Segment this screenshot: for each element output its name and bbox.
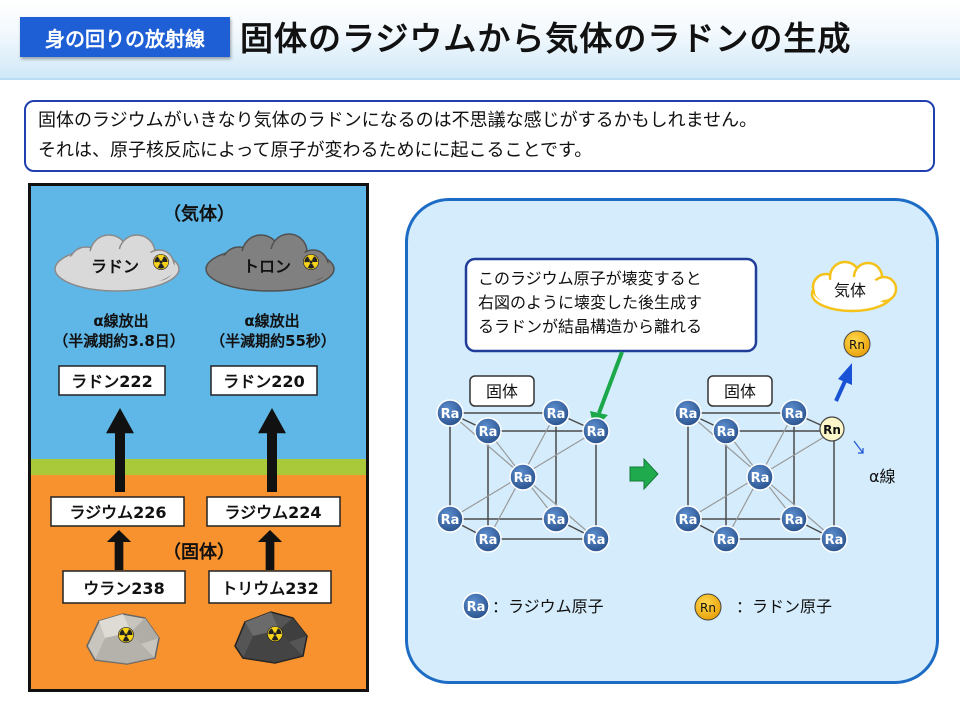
radium-atom-label: Ra [785,407,804,422]
radium-atom [436,399,464,427]
radium-atom-label: Ra [547,513,566,528]
label-radium-226: ラジウム226 [69,503,166,522]
radium-atom-label: Ra [514,471,533,486]
legend-radon-atom [694,593,722,621]
decay-chain-diagram: （気体） ラドン トロン [31,186,366,689]
radon-atom-lattice [819,416,845,442]
intro-line-1: 固体のラジウムがいきなり気体のラドンになるのは不思議な感じがするかもしれません。 [38,110,758,131]
radium-atom [674,399,702,427]
grass-strip [31,459,366,475]
emit-thoron-line1: α線放出 [244,312,299,330]
alpha-ray-label: α線 [869,467,896,486]
solid-label-right-box [707,375,773,407]
label-radon-220: ラドン220 [223,372,304,391]
emit-thoron-line2: （半減期約55秒） [210,332,336,350]
radium-atom-label: Ra [679,513,698,528]
page-title: 固体のラジウムから気体のラドンの生成 [240,19,852,58]
callout-line-1: このラジウム原子が壊変すると [478,269,702,288]
escape-arrow-icon [834,363,852,402]
cloud-icon [205,233,335,292]
box-uranium-238 [62,570,186,604]
radium-atom-label: Ra [587,425,606,440]
radium-atom [542,399,570,427]
solid-label: （固体） [163,541,235,563]
radium-atom-label: Ra [587,533,606,548]
radium-atom [712,525,740,553]
radium-atom [542,505,570,533]
radium-atom [780,505,808,533]
category-tag: 身の回りの放射線 [20,17,230,57]
radium-atom [509,463,537,491]
radium-atom-label: Ra [479,425,498,440]
radium-atom-label: Ra [825,533,844,548]
box-radium-224 [206,496,341,527]
cloud-thoron-label: トロン [243,257,291,276]
cloud-radon-label: ラドン [91,257,139,276]
radium-atom-label: Ra [441,407,460,422]
cloud-icon [54,234,180,292]
radium-atom [474,525,502,553]
radium-atom [780,399,808,427]
legend-radon-label: ：ラドン原子 [736,597,832,616]
gas-cloud-label: 気体 [834,281,866,300]
intro-line-2: それは、原子核反応によって原子が変わるためにに起こることです。 [38,140,593,161]
radium-atom-label: Ra [679,407,698,422]
radium-atom [712,417,740,445]
rock-icon [86,613,160,665]
emit-radon-line1: α線放出 [93,312,148,330]
radium-atom-label: Ra [479,533,498,548]
box-radium-226 [50,496,185,527]
intro-box: 固体のラジウムがいきなり気体のラドンになるのは不思議な感じがするかもしれません。… [24,100,935,172]
radium-atom [674,505,702,533]
radium-atom [582,525,610,553]
radium-atom [474,417,502,445]
radium-atom-label: Ra [547,407,566,422]
label-uranium-238: ウラン238 [83,579,164,598]
radium-atom-label: Ra [717,425,736,440]
radium-atom [582,417,610,445]
label-radon-222: ラドン222 [71,372,152,391]
radium-atom [820,525,848,553]
box-thorium-232 [208,570,332,604]
box-radon-220 [210,365,318,396]
box-radon-222 [58,365,166,396]
callout-line-2: 右図のように壊変した後生成す [478,293,702,312]
callout-box [464,257,758,353]
solid-label-left: 固体 [486,382,518,401]
legend-radium-label: ：ラジウム原子 [492,597,604,616]
crystal-diagram: このラジウム原子が壊変すると 右図のように壊変した後生成す るラドンが結晶構造か… [436,257,898,621]
gas-label: （気体） [163,203,235,225]
emit-radon-line2: （半減期約3.8日） [53,332,185,350]
alpha-ray-icon [853,440,864,454]
radium-atom-label: Ra [751,471,770,486]
sky-background [31,186,366,459]
radium-atom-label: Ra [785,513,804,528]
solid-label-left-box [469,375,535,407]
arrow-right-icon [629,457,659,491]
decay-chain-panel: （気体） ラドン トロン [28,183,369,692]
radium-atom-label: Ra [441,513,460,528]
radon-atom-gas-label: Rn [849,338,865,352]
label-thorium-232: トリウム232 [221,579,318,598]
cloud-icon [810,260,898,313]
solid-label-right: 固体 [724,382,756,401]
legend-radium-symbol: Ra [467,600,486,615]
label-radium-224: ラジウム224 [224,503,321,522]
radium-atom-label: Ra [717,533,736,548]
radium-atom [436,505,464,533]
radon-atom-gas [843,330,871,358]
callout-line-3: るラドンが結晶構造から離れる [478,317,702,336]
legend-radon-symbol: Rn [700,601,716,615]
header-bar: 身の回りの放射線 固体のラジウムから気体のラドンの生成 [0,0,960,80]
radium-atom [746,463,774,491]
radon-atom-lattice-label: Rn [823,423,841,437]
legend-radium-atom [462,592,490,620]
crystal-decay-panel: このラジウム原子が壊変すると 右図のように壊変した後生成す るラドンが結晶構造か… [405,198,939,684]
